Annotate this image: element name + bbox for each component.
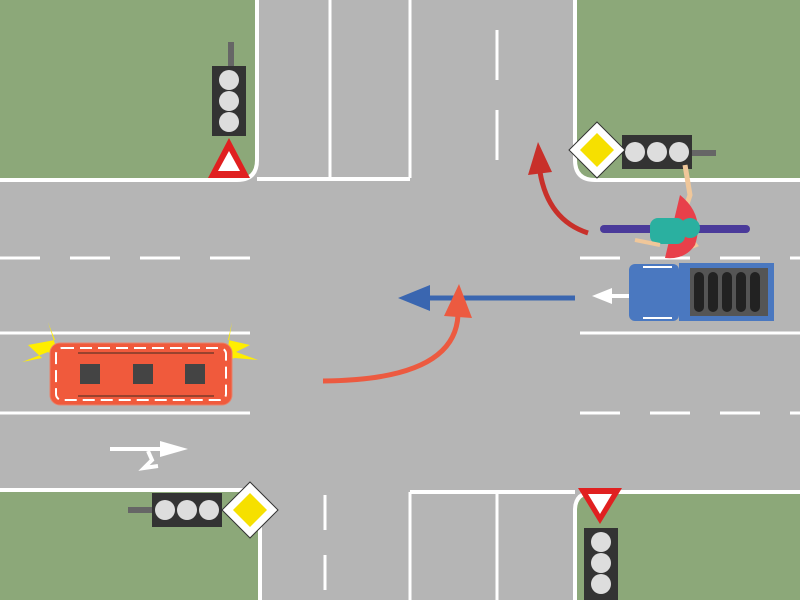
grass-top-left xyxy=(0,0,259,182)
priority-road-icon xyxy=(221,481,279,539)
truck-path-arrow xyxy=(398,285,575,311)
cyclist-path-arrow xyxy=(528,142,589,236)
beacon-icon xyxy=(226,322,258,360)
arrow-turn-left-icon xyxy=(528,142,552,175)
cyclist xyxy=(600,164,750,259)
lane-arrow-straight-right xyxy=(110,441,188,471)
lane-arrow-straight-left xyxy=(592,288,630,304)
truck xyxy=(629,263,774,321)
priority-road-icon xyxy=(568,121,626,179)
traffic-light-top-right xyxy=(622,135,716,169)
traffic-light-bottom-right xyxy=(584,528,618,600)
traffic-light-bottom-left xyxy=(128,493,222,527)
traffic-light-top-left xyxy=(212,42,246,136)
arrow-turn-left-icon xyxy=(444,284,472,318)
arrow-straight-icon xyxy=(398,285,430,311)
fire-truck-path-arrow xyxy=(322,284,472,384)
fire-truck xyxy=(22,322,258,406)
yield-sign-icon xyxy=(578,488,622,524)
warning-triangle-icon xyxy=(208,138,250,178)
